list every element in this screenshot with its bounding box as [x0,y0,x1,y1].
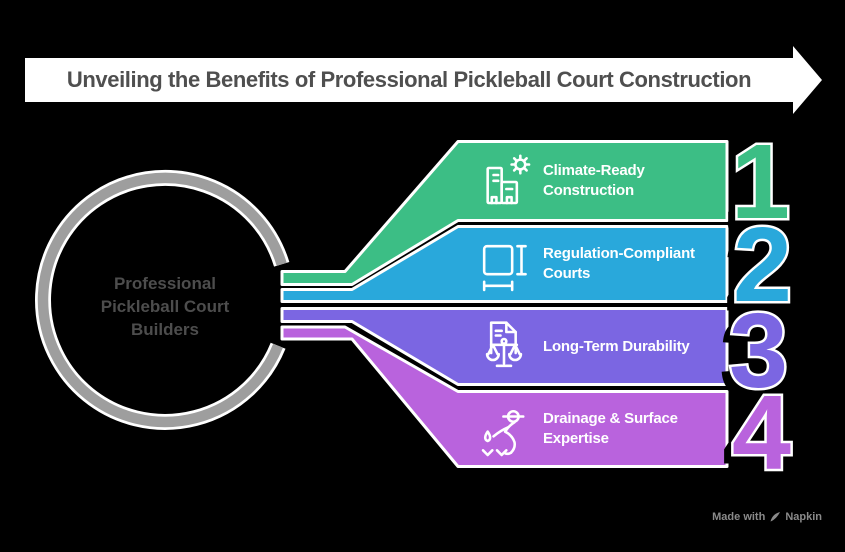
step-number-4: 4 4 [723,372,794,502]
step-number-shadow: 1 [724,130,783,248]
title-banner: Unveiling the Benefits of Professional P… [25,58,793,102]
hub-label-line: Pickleball Court [100,297,230,316]
step-label-4: Drainage & Surface Expertise [543,391,678,467]
document-scales-icon [476,318,532,374]
step-number-3: 3 3 [720,290,791,420]
step-label-line: Courts [543,265,591,282]
step-number-2: 2 2 [724,204,795,334]
step-label-line: Climate-Ready [543,162,645,179]
credit-brand-text: Napkin [785,511,822,523]
step-number-shadow: 4 [725,381,784,499]
step-label-3: Long-Term Durability [543,308,690,385]
hub-ring [35,169,290,430]
building-sun-icon [476,154,532,210]
credit-made-with-text: Made with [712,511,766,523]
step-label-line: Drainage & Surface [543,410,678,427]
step-number-shadow: 3 [722,299,781,417]
step-label-2: Regulation-Compliant Courts [543,226,695,302]
band-shape-2 [280,225,729,303]
step-label-line: Long-Term Durability [543,337,690,355]
made-with-napkin-credit: Made with Napkin [712,511,822,523]
step-label-1: Climate-Ready Construction [543,141,645,221]
step-number-digit: 1 [731,123,790,241]
step-number-digit: 2 [733,206,792,324]
sweeping-person-icon [476,406,532,462]
band-shape-4 [280,325,729,468]
step-number-shadow: 2 [726,213,785,331]
hub-ring-stroke [37,172,287,428]
hub-label: Professional Pickleball Court Builders [55,272,275,341]
step-label-line: Regulation-Compliant [543,245,695,262]
banner-arrow-icon [793,46,822,114]
step-label-line: Construction [543,182,634,199]
step-number-1: 1 1 [722,121,793,251]
hub-label-line: Professional [113,274,217,293]
hub-label-line: Builders [130,320,200,339]
page-title: Unveiling the Benefits of Professional P… [66,67,752,92]
napkin-feather-icon [770,512,781,522]
step-number-digit: 4 [732,374,791,492]
step-number-digit: 3 [729,292,788,410]
band-shape-1 [280,140,729,286]
step-label-line: Expertise [543,430,609,447]
square-dimensions-icon [476,238,532,294]
